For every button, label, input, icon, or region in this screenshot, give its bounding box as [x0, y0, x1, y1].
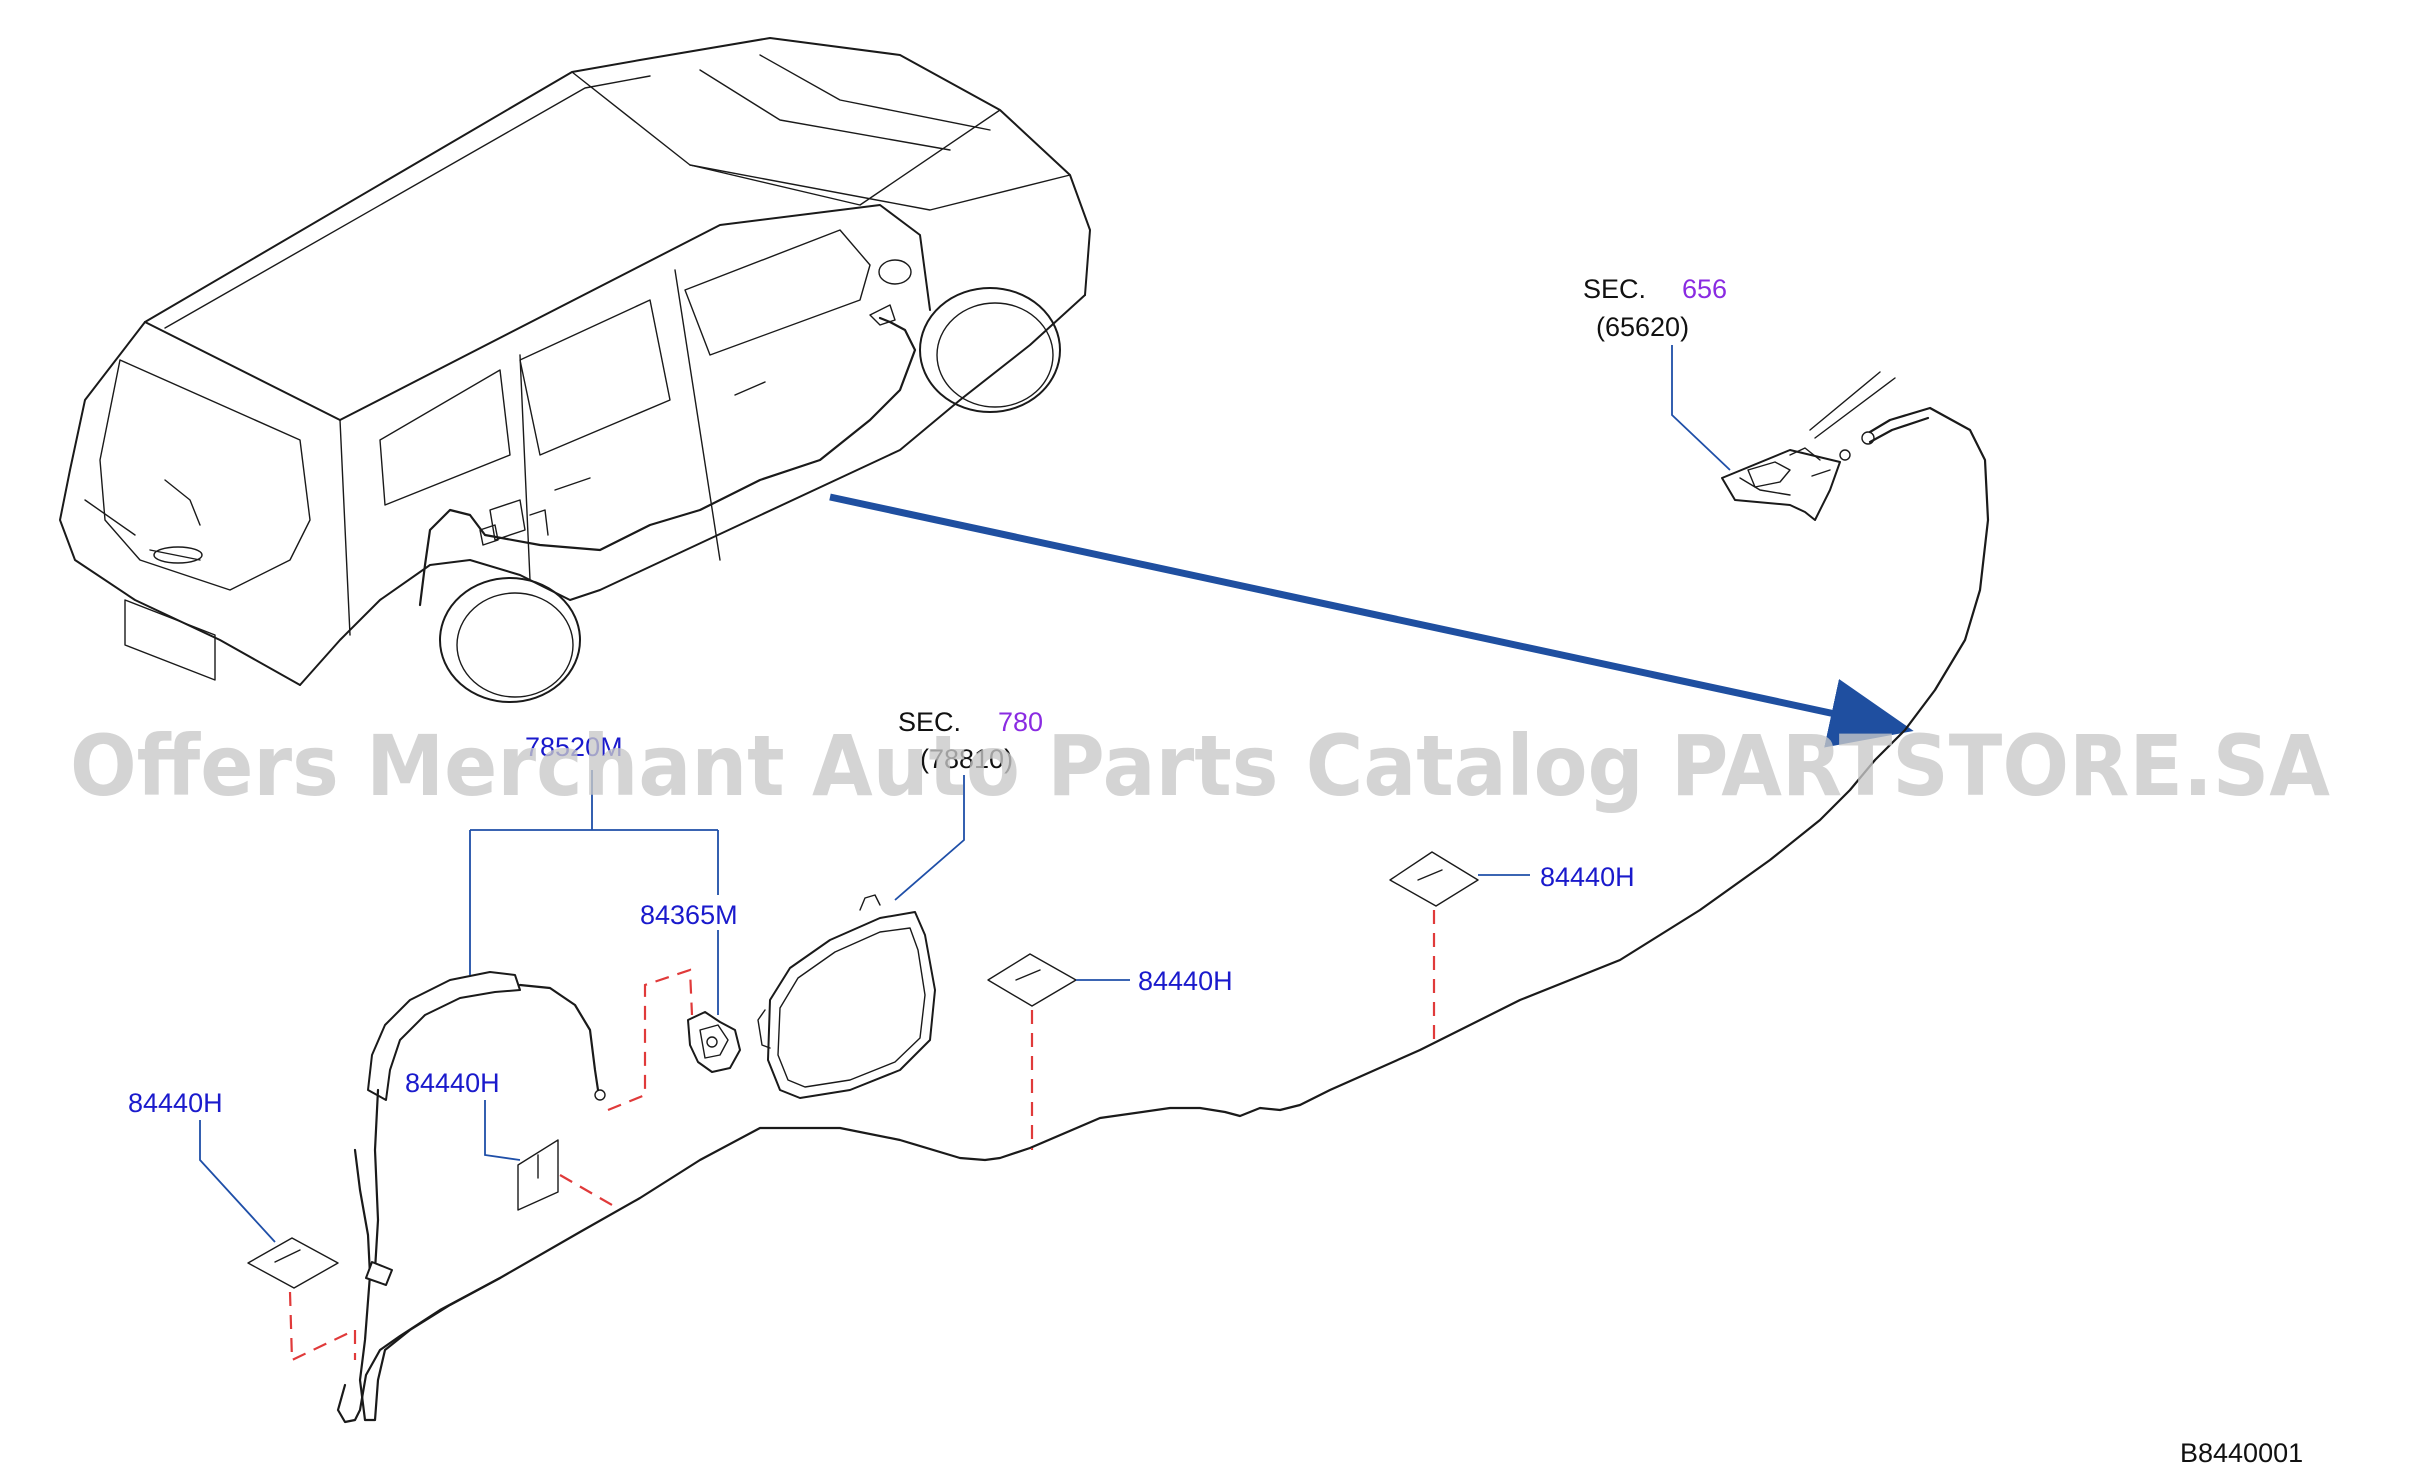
- direction-arrow: [829, 493, 1914, 748]
- sec-780-number: 780: [998, 707, 1043, 737]
- sec-780-prefix: SEC.: [898, 707, 961, 737]
- clip-right-graphic: [1389, 851, 1479, 907]
- sec-656-sub: (65620): [1596, 312, 1689, 342]
- part-84440H-left: 84440H: [128, 1088, 223, 1118]
- watermark-text: Offers Merchant Auto Parts Catalog PARTS…: [70, 717, 2330, 815]
- diagram-code: B8440001: [2180, 1438, 2303, 1468]
- installation-guides: [288, 910, 1436, 1362]
- sec-780-sub: (78810): [920, 744, 1013, 774]
- part-84440H-center-left: 84440H: [405, 1068, 500, 1098]
- leader-lines: [199, 345, 1731, 1243]
- clip-center-graphic: [987, 953, 1077, 1007]
- part-84440H-right: 84440H: [1540, 862, 1635, 892]
- vehicle-illustration: [59, 37, 1091, 703]
- part-84440H-center: 84440H: [1138, 966, 1233, 996]
- part-78520M: 78520M: [525, 732, 623, 762]
- sec-656-number: 656: [1682, 274, 1727, 304]
- part-84365M: 84365M: [640, 900, 738, 930]
- clip-left-graphic: [247, 1237, 339, 1289]
- clip-center-left-graphic: [517, 1139, 559, 1211]
- opener-lever: [1721, 371, 1896, 521]
- labels: SEC. 656 (65620) SEC. 780 (78810) 78520M…: [128, 274, 2303, 1468]
- sec-656-prefix: SEC.: [1583, 274, 1646, 304]
- opener-cable: [336, 406, 1990, 1424]
- fuel-filler-lid: [757, 894, 936, 1099]
- fuel-lid-lock: [687, 1011, 741, 1073]
